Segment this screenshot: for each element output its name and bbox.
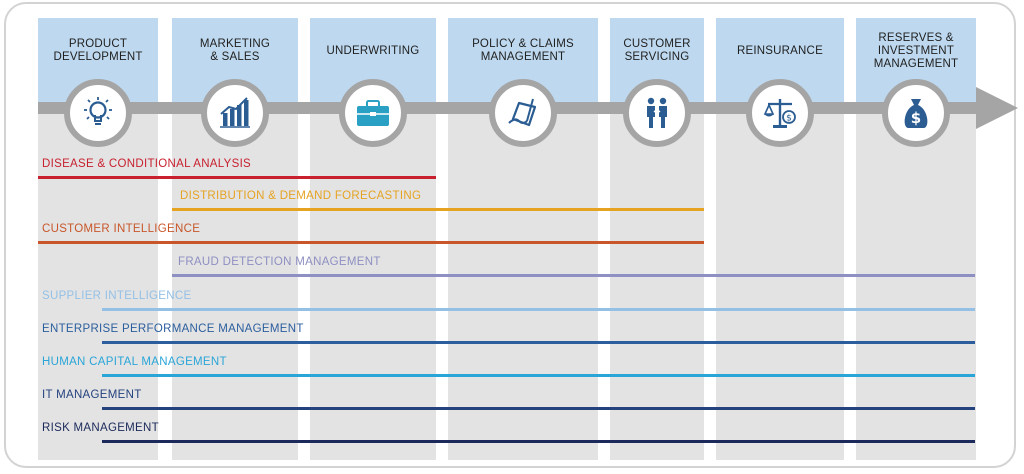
money-bag-icon: $ bbox=[898, 95, 934, 131]
capability-label: FRAUD DETECTION MANAGEMENT bbox=[178, 256, 381, 268]
capability-line bbox=[102, 440, 975, 443]
capability-label: ENTERPRISE PERFORMANCE MANAGEMENT bbox=[42, 323, 304, 335]
capability-line bbox=[102, 407, 975, 410]
capability-label: DISEASE & CONDITIONAL ANALYSIS bbox=[42, 158, 252, 170]
stage-header: POLICY & CLAIMS MANAGEMENT bbox=[448, 18, 598, 104]
briefcase-icon bbox=[353, 95, 393, 131]
bar-chart-icon bbox=[217, 95, 253, 131]
stage-icon-circle bbox=[623, 79, 691, 147]
svg-text:$: $ bbox=[911, 109, 921, 127]
stage-icon-circle bbox=[339, 79, 407, 147]
capability-label: HUMAN CAPITAL MANAGEMENT bbox=[42, 356, 227, 368]
capability-label: DISTRIBUTION & DEMAND FORECASTING bbox=[180, 190, 422, 202]
capability-label: RISK MANAGEMENT bbox=[42, 422, 159, 434]
capability-line bbox=[102, 308, 975, 311]
stage-header: MARKETING & SALES bbox=[172, 18, 298, 104]
lightbulb-icon bbox=[80, 95, 116, 131]
capability-line bbox=[172, 208, 704, 211]
stage-header: CUSTOMER SERVICING bbox=[610, 18, 704, 104]
timeline-arrow-icon bbox=[976, 87, 1018, 129]
capability-label: CUSTOMER INTELLIGENCE bbox=[42, 223, 201, 235]
capability-line bbox=[102, 341, 975, 344]
capability-line bbox=[38, 176, 436, 179]
capability-line bbox=[172, 274, 975, 277]
stage-icon-circle: $ bbox=[882, 79, 950, 147]
capability-line bbox=[38, 241, 704, 244]
capability-label: SUPPLIER INTELLIGENCE bbox=[42, 290, 192, 302]
stage-icon-circle bbox=[201, 79, 269, 147]
handshake-icon bbox=[639, 95, 675, 131]
scales-icon: $ bbox=[762, 95, 798, 131]
capability-line bbox=[102, 374, 975, 377]
stage-icon-circle bbox=[489, 79, 557, 147]
capability-label: IT MANAGEMENT bbox=[42, 389, 142, 401]
document-pen-icon bbox=[505, 95, 541, 131]
stage-icon-circle bbox=[64, 79, 132, 147]
svg-text:$: $ bbox=[786, 114, 792, 124]
stage-icon-circle: $ bbox=[746, 79, 814, 147]
